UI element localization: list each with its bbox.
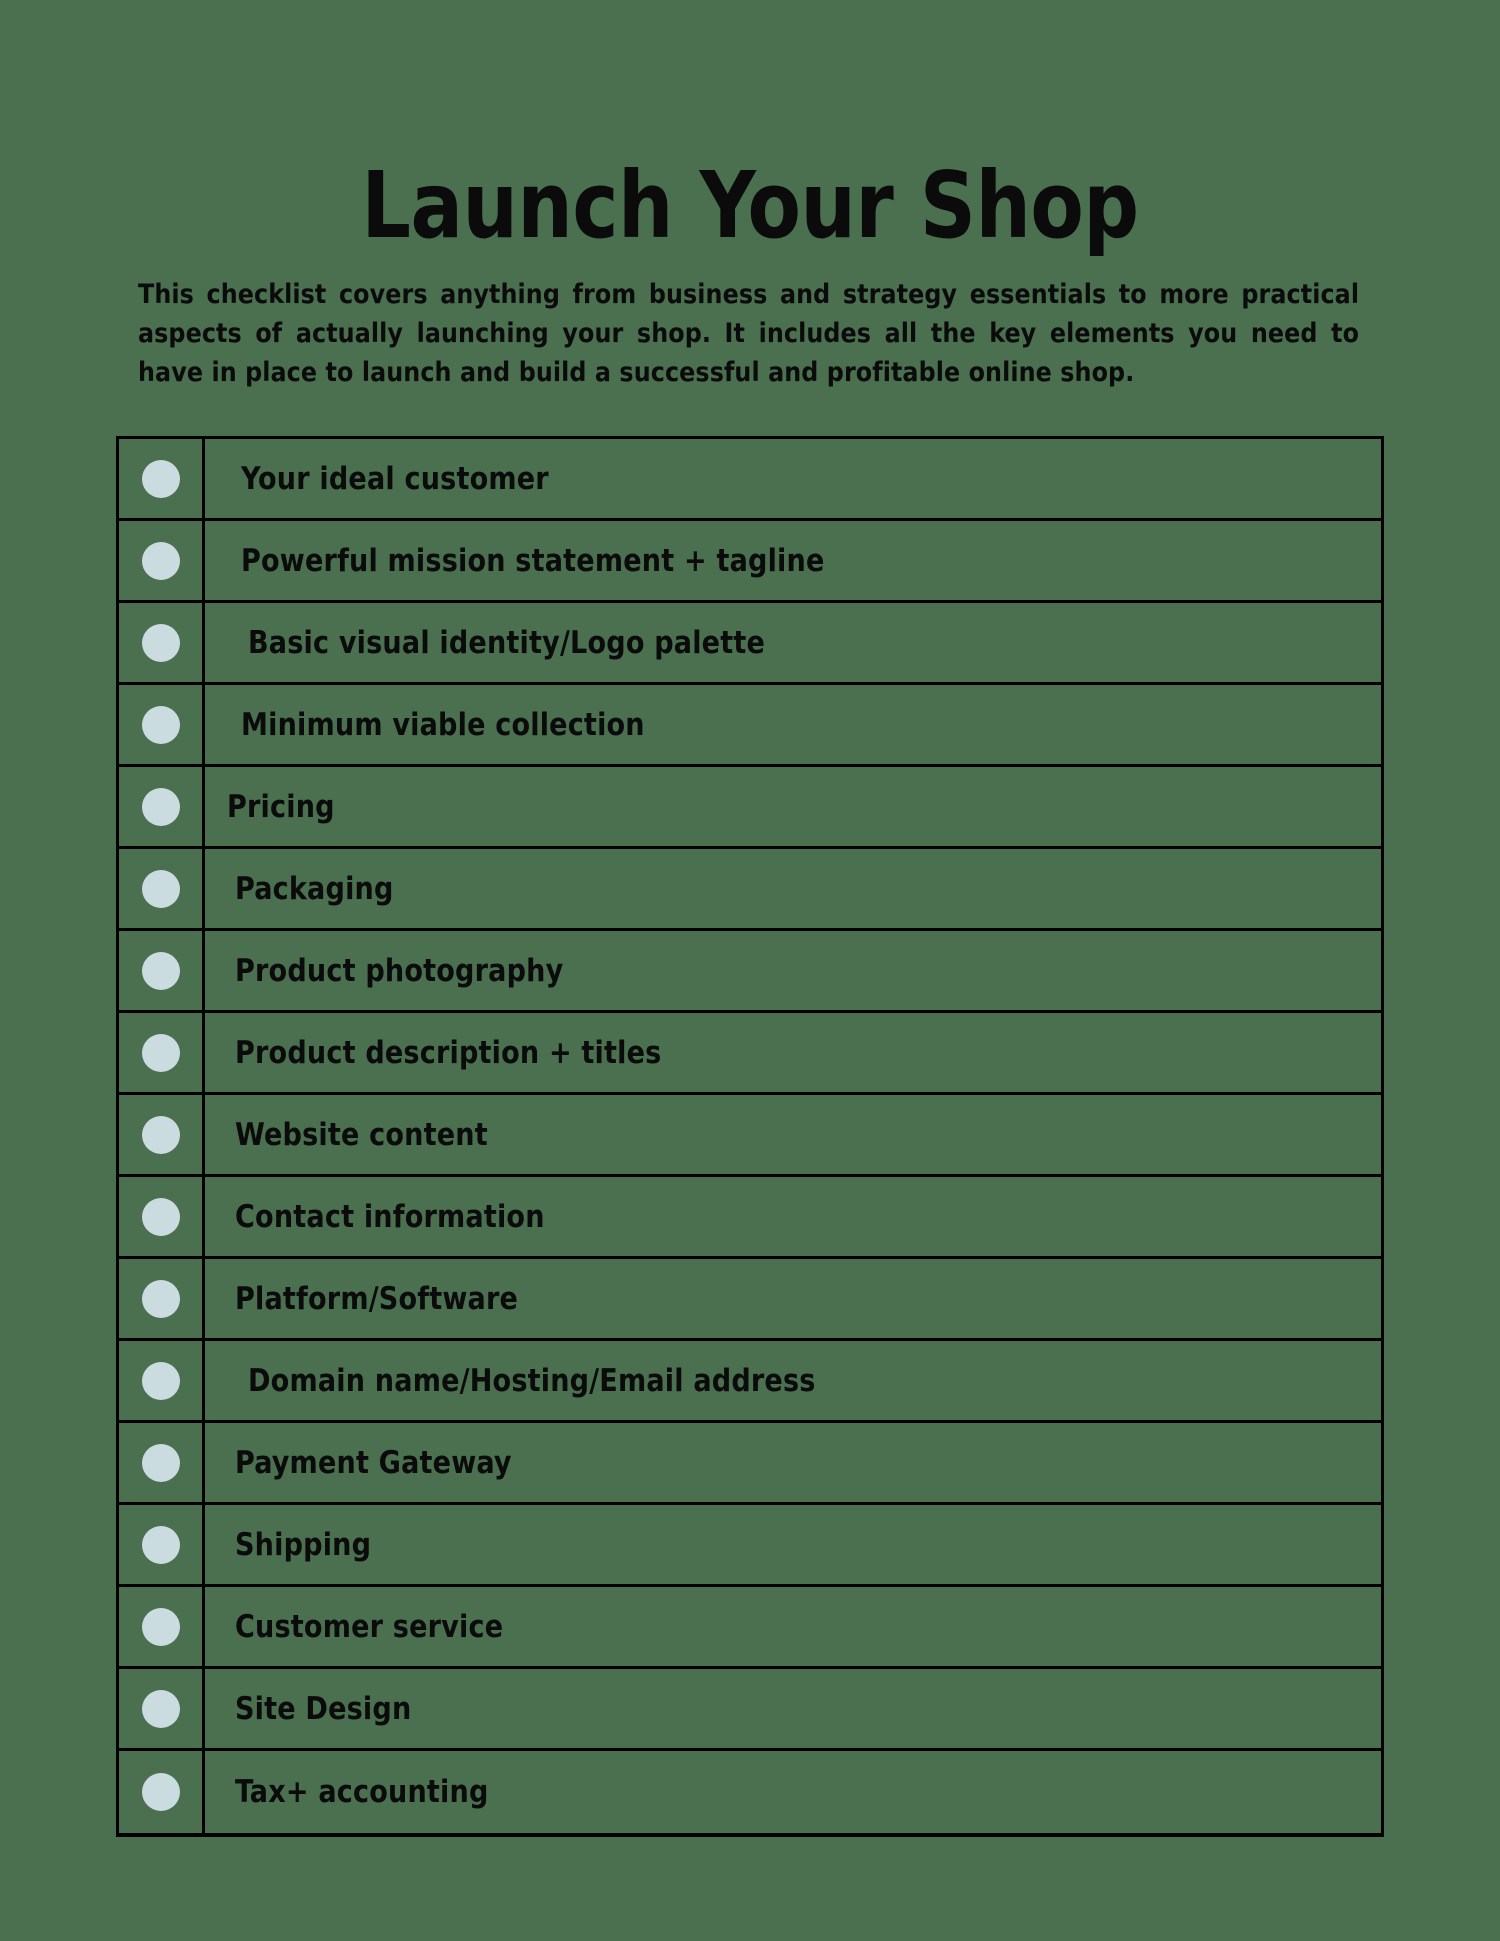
checkbox-cell[interactable] <box>119 1751 205 1833</box>
checkbox-cell[interactable] <box>119 767 205 846</box>
checklist-label-cell: Site Design <box>205 1669 1381 1748</box>
checklist-label-cell: Website content <box>205 1095 1381 1174</box>
checklist-label-cell: Product description + titles <box>205 1013 1381 1092</box>
checklist-label-cell: Platform/Software <box>205 1259 1381 1338</box>
checkbox-cell[interactable] <box>119 603 205 682</box>
checklist-row[interactable]: Contact information <box>119 1177 1381 1259</box>
checklist-row[interactable]: Pricing <box>119 767 1381 849</box>
checkbox-circle-icon[interactable] <box>141 1361 180 1400</box>
checklist-item-label: Domain name/Hosting/Email address <box>248 1362 816 1399</box>
checklist-label-cell: Tax+ accounting <box>205 1751 1381 1833</box>
checklist-item-label: Product photography <box>235 952 564 989</box>
checklist-row[interactable]: Basic visual identity/Logo palette <box>119 603 1381 685</box>
checklist-label-cell: Product photography <box>205 931 1381 1010</box>
checkbox-cell[interactable] <box>119 1341 205 1420</box>
checkbox-circle-icon[interactable] <box>141 705 180 744</box>
checklist-row[interactable]: Domain name/Hosting/Email address <box>119 1341 1381 1423</box>
checklist-label-cell: Powerful mission statement + tagline <box>205 521 1381 600</box>
checkbox-circle-icon[interactable] <box>141 1115 180 1154</box>
checklist-label-cell: Basic visual identity/Logo palette <box>205 603 1381 682</box>
checklist-label-cell: Pricing <box>205 767 1381 846</box>
checkbox-circle-icon[interactable] <box>141 1689 180 1728</box>
checkbox-cell[interactable] <box>119 1423 205 1502</box>
checkbox-circle-icon[interactable] <box>141 1279 180 1318</box>
checklist-row[interactable]: Customer service <box>119 1587 1381 1669</box>
checkbox-cell[interactable] <box>119 1177 205 1256</box>
checklist-row[interactable]: Powerful mission statement + tagline <box>119 521 1381 603</box>
checkbox-circle-icon[interactable] <box>141 787 180 826</box>
checklist-row[interactable]: Platform/Software <box>119 1259 1381 1341</box>
checkbox-cell[interactable] <box>119 1259 205 1338</box>
checklist-row[interactable]: Shipping <box>119 1505 1381 1587</box>
checkbox-circle-icon[interactable] <box>141 1607 180 1646</box>
checklist-item-label: Packaging <box>235 870 394 907</box>
checklist-label-cell: Domain name/Hosting/Email address <box>205 1341 1381 1420</box>
checklist-label-cell: Minimum viable collection <box>205 685 1381 764</box>
checklist-label-cell: Payment Gateway <box>205 1423 1381 1502</box>
checklist-item-label: Your ideal customer <box>241 460 549 497</box>
checklist-item-label: Product description + titles <box>235 1034 662 1071</box>
checkbox-cell[interactable] <box>119 685 205 764</box>
checklist-item-label: Site Design <box>235 1690 412 1727</box>
checklist-item-label: Powerful mission statement + tagline <box>241 542 825 579</box>
checklist-label-cell: Contact information <box>205 1177 1381 1256</box>
checklist-row[interactable]: Your ideal customer <box>119 439 1381 521</box>
checkbox-cell[interactable] <box>119 521 205 600</box>
checklist-item-label: Tax+ accounting <box>235 1774 489 1810</box>
checklist-row[interactable]: Product description + titles <box>119 1013 1381 1095</box>
checklist-row[interactable]: Minimum viable collection <box>119 685 1381 767</box>
checkbox-cell[interactable] <box>119 1587 205 1666</box>
intro-paragraph: This checklist covers anything from busi… <box>138 279 1360 388</box>
checklist-label-cell: Packaging <box>205 849 1381 928</box>
checkbox-circle-icon[interactable] <box>141 541 180 580</box>
page-title: Launch Your Shop <box>361 151 1139 259</box>
checklist-label-cell: Your ideal customer <box>205 439 1381 518</box>
checkbox-circle-icon[interactable] <box>141 1443 180 1482</box>
checkbox-cell[interactable] <box>119 849 205 928</box>
checkbox-cell[interactable] <box>119 1095 205 1174</box>
checklist-item-label: Payment Gateway <box>235 1444 512 1481</box>
checkbox-circle-icon[interactable] <box>141 1033 180 1072</box>
checklist-item-label: Pricing <box>227 788 335 825</box>
checkbox-cell[interactable] <box>119 931 205 1010</box>
checkbox-cell[interactable] <box>119 1505 205 1584</box>
checklist-item-label: Basic visual identity/Logo palette <box>248 624 766 661</box>
checklist-row[interactable]: Tax+ accounting <box>119 1751 1381 1833</box>
checklist-item-label: Shipping <box>235 1526 372 1563</box>
checkbox-circle-icon[interactable] <box>141 951 180 990</box>
checkbox-circle-icon[interactable] <box>141 1525 180 1564</box>
checklist-row[interactable]: Product photography <box>119 931 1381 1013</box>
checkbox-circle-icon[interactable] <box>141 623 180 662</box>
checklist-row[interactable]: Packaging <box>119 849 1381 931</box>
checklist-item-label: Website content <box>235 1116 488 1153</box>
checkbox-circle-icon[interactable] <box>141 459 180 498</box>
checklist-row[interactable]: Site Design <box>119 1669 1381 1751</box>
checklist-label-cell: Shipping <box>205 1505 1381 1584</box>
checkbox-cell[interactable] <box>119 439 205 518</box>
checkbox-circle-icon[interactable] <box>141 1773 180 1811</box>
checklist-label-cell: Customer service <box>205 1587 1381 1666</box>
checklist-item-label: Minimum viable collection <box>241 706 645 743</box>
checkbox-circle-icon[interactable] <box>141 1197 180 1236</box>
checklist-row[interactable]: Website content <box>119 1095 1381 1177</box>
checkbox-circle-icon[interactable] <box>141 869 180 908</box>
checklist-item-label: Platform/Software <box>235 1280 519 1317</box>
checklist-row[interactable]: Payment Gateway <box>119 1423 1381 1505</box>
checkbox-cell[interactable] <box>119 1669 205 1748</box>
checkbox-cell[interactable] <box>119 1013 205 1092</box>
checklist-item-label: Customer service <box>235 1608 504 1645</box>
checklist-item-label: Contact information <box>235 1198 545 1235</box>
